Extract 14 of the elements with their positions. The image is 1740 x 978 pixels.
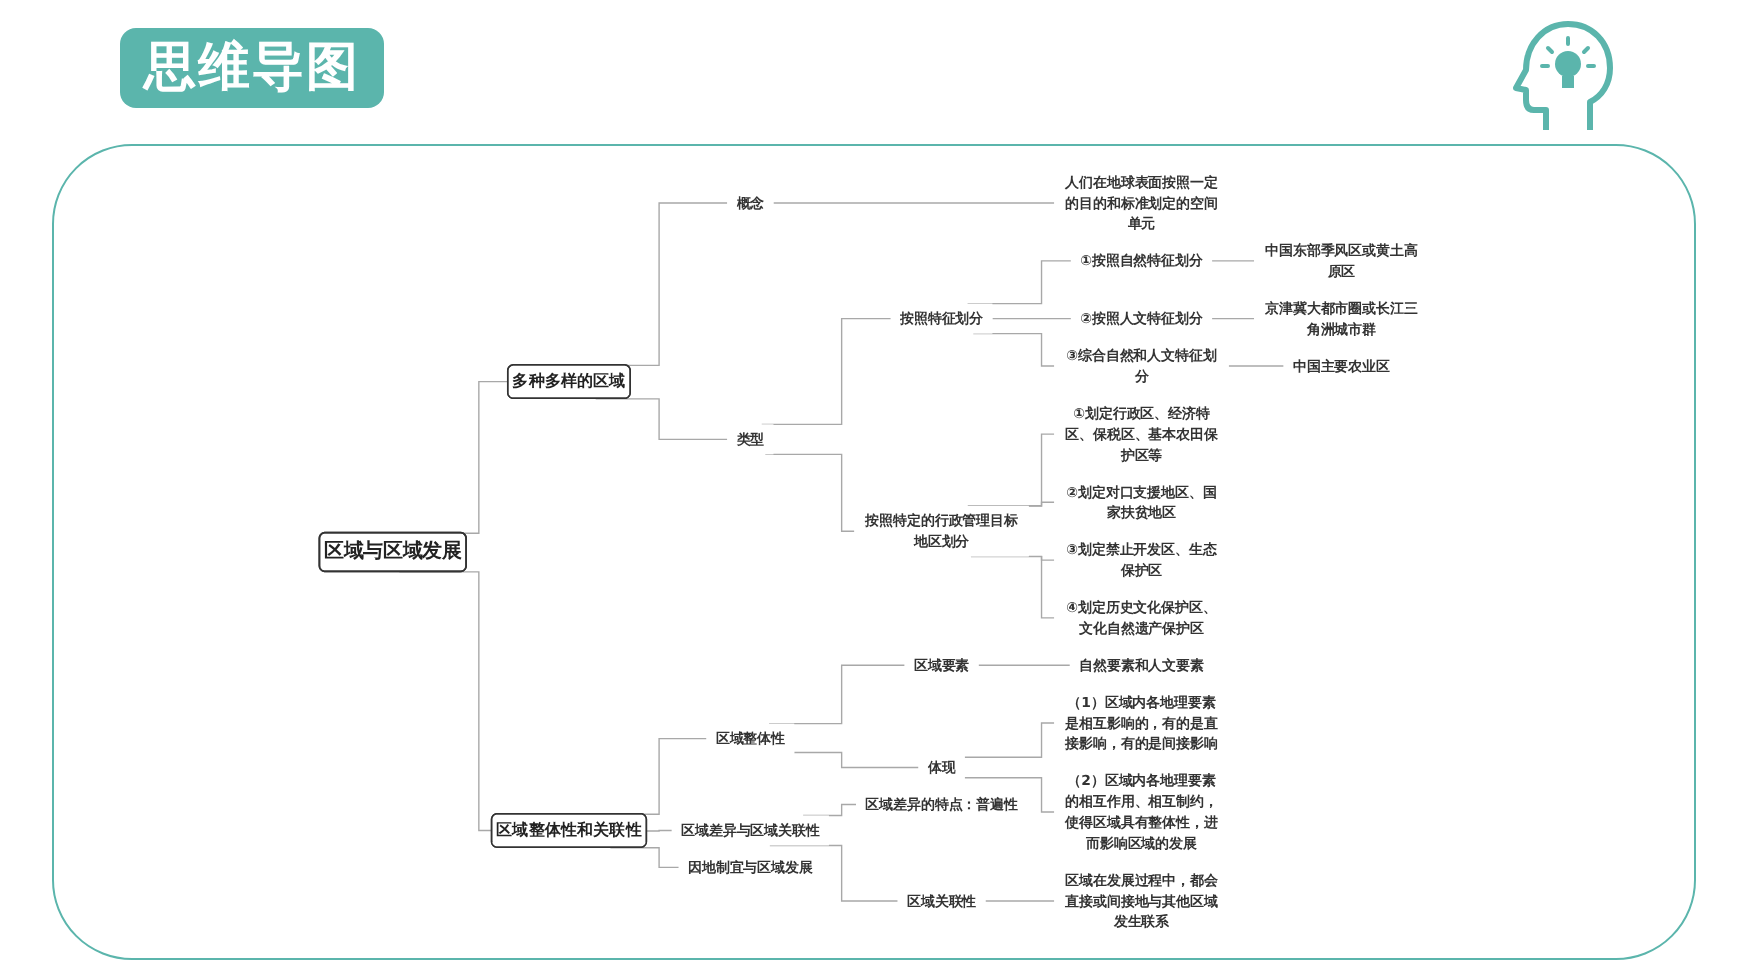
connector — [793, 751, 920, 769]
connector — [1028, 501, 1055, 507]
connector — [964, 722, 1055, 758]
connector — [1228, 365, 1285, 367]
connector — [772, 202, 1055, 204]
connector — [984, 900, 1055, 902]
connector — [991, 317, 1072, 320]
connector — [964, 777, 1055, 813]
connector — [769, 844, 899, 902]
connector — [1211, 317, 1255, 320]
title: 思维导图 — [120, 28, 384, 108]
connector — [1211, 260, 1255, 262]
connector — [646, 829, 673, 832]
connector — [977, 664, 1071, 666]
